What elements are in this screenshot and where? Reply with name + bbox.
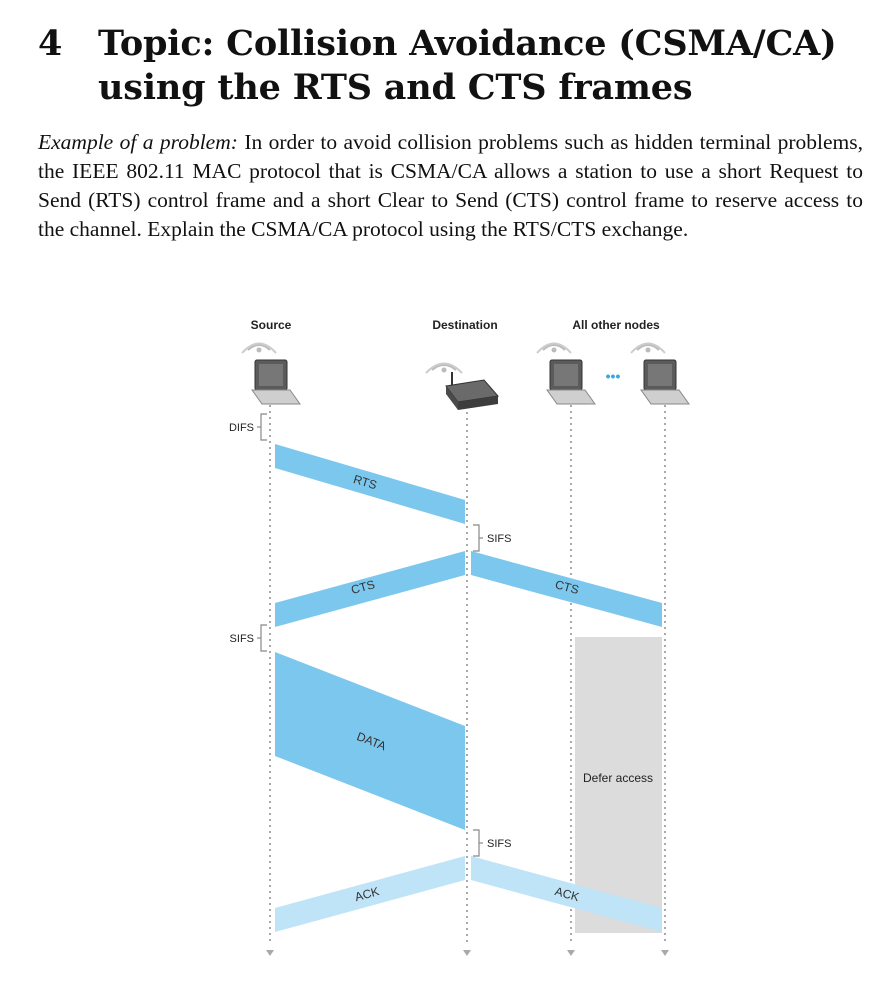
difs-label: DIFS [229,422,254,434]
sifs-bracket [260,624,267,652]
timeline-arrow [567,950,575,956]
cts-label: CTS [350,577,377,597]
destination-access-point-icon [425,362,499,410]
cts-frame-to-others [471,551,662,627]
problem-body: In order to avoid collision problems suc… [38,130,864,241]
section-title: Topic: Collision Avoidance (CSMA/CA) usi… [98,23,837,108]
rts-frame [275,444,465,524]
ack-label: ACK [553,884,581,904]
defer-access-region [575,637,662,933]
rts-label: RTS [352,472,379,492]
ack-frame-to-others [471,856,662,932]
other-node-laptop-icon [630,342,690,405]
cts-label: CTS [554,577,581,597]
ellipsis-icon: ••• [606,368,621,384]
timeline-arrow [463,950,471,956]
timeline-arrow [266,950,274,956]
timeline-arrow [661,950,669,956]
ack-label: ACK [353,884,381,904]
cts-frame-to-source [275,551,465,627]
all-other-nodes-header: All other nodes [572,318,660,332]
defer-access-label: Defer access [583,771,653,785]
problem-lead: Example of a problem: [38,130,238,154]
problem-paragraph: Example of a problem: In order to avoid … [38,128,863,244]
data-frame [275,652,465,830]
ack-frame-to-source [275,856,465,932]
difs-bracket [260,413,267,441]
sifs-bracket [473,829,480,857]
data-label: DATA [355,729,388,753]
other-node-laptop-icon [536,342,596,405]
sifs-label: SIFS [230,633,254,645]
source-header: Source [251,318,292,332]
source-laptop-icon [241,342,301,405]
sifs-label: SIFS [487,533,511,545]
section-heading: 4 Topic: Collision Avoidance (CSMA/CA) u… [38,22,868,110]
section-number: 4 [38,23,63,64]
sifs-label: SIFS [487,838,511,850]
sifs-bracket [473,524,480,552]
destination-header: Destination [432,318,497,332]
